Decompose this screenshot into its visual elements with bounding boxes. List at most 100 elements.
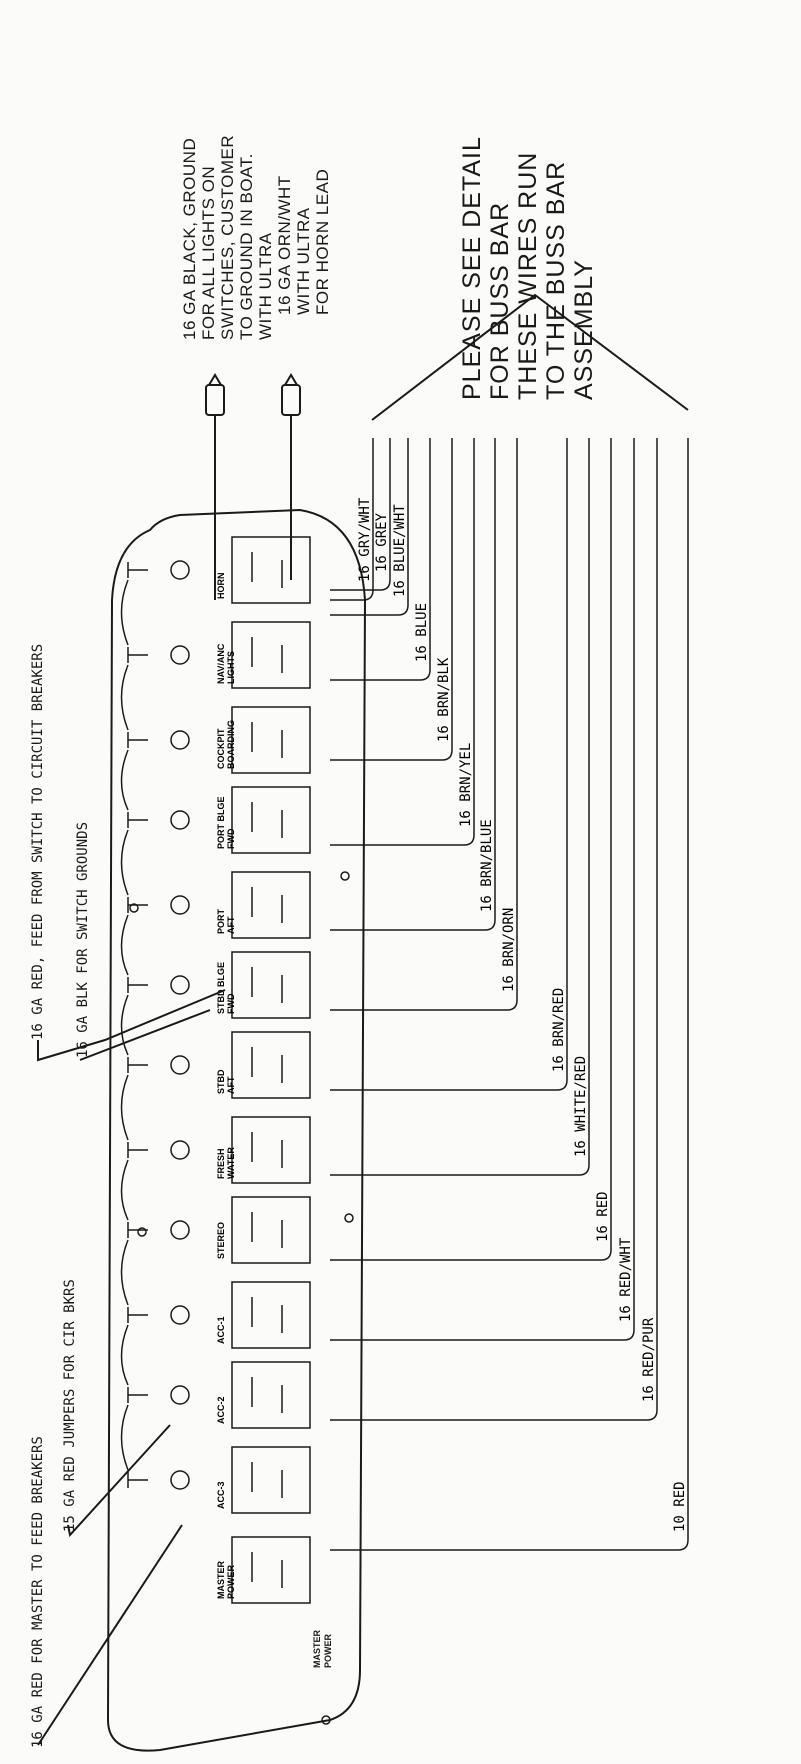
switch-label-line-1: STEREO: [216, 1222, 226, 1259]
wire-label: 16 BRN/BLUE: [479, 819, 495, 912]
breaker-terminal: [127, 1472, 148, 1488]
switch-label-line-1: FRESH: [216, 1148, 226, 1179]
master-feed-text: 16 GA RED FOR MASTER TO FEED BREAKERS: [30, 1436, 46, 1748]
wire-label-text: 16 RED/WHT: [618, 1237, 634, 1322]
jumper-wire: [120, 1404, 129, 1471]
buss-note-line-3: THESE WIRES RUN: [514, 152, 542, 400]
breaker-circle: [170, 1470, 190, 1490]
switch-label-line-1: STBD BLGE: [216, 962, 226, 1014]
wire: [330, 438, 518, 1011]
jumper-text: 15 GA RED JUMPERS FOR CIR BKRS: [62, 1279, 78, 1532]
switch-label-line-1: ACC-3: [216, 1481, 226, 1509]
switch-label-line-2: POWER: [226, 1564, 236, 1599]
panel-outline: [106, 508, 367, 1752]
switch-contacts: [251, 722, 283, 758]
breaker-terminal: [127, 732, 148, 748]
wire-label: 16 BRN/ORN: [501, 908, 517, 992]
switch-label-line-2: AFT: [226, 1076, 236, 1094]
panel-label-line-1: MASTER: [312, 1630, 322, 1669]
wire: [330, 438, 612, 1261]
wire-label: 16 RED/PUR: [641, 1317, 657, 1402]
horn-connector: [281, 384, 301, 416]
jumper-wire: [120, 1159, 129, 1221]
panel-label: MASTER POWER: [312, 1630, 333, 1669]
mount-hole: [321, 1715, 331, 1725]
wire: [330, 438, 496, 931]
switch-label-line-1: PORT BLGE: [216, 796, 226, 849]
master-leader: [37, 1524, 183, 1746]
switch-box: [231, 951, 311, 1019]
wire-label-text: 16 RED: [595, 1191, 611, 1242]
horn-connector-tip: [284, 373, 298, 386]
switch-box: [231, 1446, 311, 1514]
wire-label-text: 16 GREY: [374, 512, 390, 572]
wire: [330, 438, 635, 1341]
buss-note-line-5: ASSEMBLY: [570, 259, 598, 400]
breaker-circle: [170, 1385, 190, 1405]
jumper-wire: [120, 914, 129, 976]
switch-box: [231, 1361, 311, 1429]
horn-note: 16 GA ORN/WHT WITH ULTRA FOR HORN LEAD: [275, 169, 332, 315]
wire-label-text: 16 GRY/WHT: [357, 497, 373, 582]
wire: [330, 438, 590, 1176]
switch-box: [231, 536, 311, 604]
wire: [330, 438, 475, 846]
breaker-circle: [170, 645, 190, 665]
switch-contacts: [251, 1047, 283, 1083]
switch-label-line-1: STBD: [216, 1069, 226, 1094]
switch-box: [231, 1116, 311, 1184]
wire: [330, 438, 658, 1421]
wire-label: 16 BRN/RED: [551, 988, 567, 1072]
switch-contacts: [251, 637, 283, 673]
horn-note-line-2: WITH ULTRA: [294, 207, 313, 315]
jumper-leader: [67, 1424, 171, 1538]
mount-hole: [137, 1227, 147, 1237]
switch-box: [231, 1196, 311, 1264]
switch-box: [231, 1031, 311, 1099]
jumper-wire: [120, 1239, 129, 1306]
wire-label: 16 BRN/BLK: [436, 657, 452, 742]
switch-label-line-2: AFT: [226, 916, 236, 934]
switch-box: [231, 621, 311, 689]
switch-label: HORN: [216, 573, 226, 600]
wire-label: 16 GRY/WHT: [357, 497, 373, 582]
breaker-circle: [170, 1055, 190, 1075]
jumper-wire: [120, 664, 129, 731]
switch-label-line-1: PORT: [216, 908, 226, 934]
wire-label: 16 RED/WHT: [618, 1237, 634, 1322]
mount-hole: [344, 1213, 354, 1223]
switch-label-line-2: LIGHTS: [226, 651, 236, 684]
switch-label-line-1: HORN: [216, 573, 226, 600]
switch-contacts: [251, 887, 283, 923]
buss-note-line-4: TO THE BUSS BAR: [542, 161, 570, 400]
switch-ground-note: 16 GA BLK FOR SWITCH GROUNDS: [75, 822, 91, 1058]
wire-label: 16 BLUE/WHT: [392, 504, 408, 597]
switch-contacts: [251, 1462, 283, 1498]
wire-label-text: 16 BLUE/WHT: [392, 504, 408, 597]
breaker-terminal: [127, 897, 148, 913]
mount-hole: [129, 903, 139, 913]
jumper-wire: [120, 1074, 129, 1141]
switch-label-line-1: MASTER: [216, 1561, 226, 1600]
switch-contacts: [251, 1552, 283, 1588]
horn-note-line-3: FOR HORN LEAD: [313, 169, 332, 315]
switch-box: [231, 706, 311, 774]
wire-label-text: 16 WHITE/RED: [573, 1056, 589, 1157]
wire-label-text: 16 BRN/ORN: [501, 908, 517, 992]
mount-hole: [340, 871, 350, 881]
wire: [330, 438, 431, 681]
ground-note-line-1: 16 GA BLACK, GROUND: [180, 138, 199, 340]
switch-label-line-1: ACC-2: [216, 1396, 226, 1424]
switch-ground-leader: [79, 1009, 211, 1061]
breaker-circle: [170, 1140, 190, 1160]
wire-label: 16 WHITE/RED: [573, 1056, 589, 1157]
jumper-wire: [120, 994, 129, 1056]
breaker-circle: [170, 810, 190, 830]
switch-label-line-1: COCKPIT: [216, 728, 226, 769]
feed-leader: [37, 989, 226, 1062]
